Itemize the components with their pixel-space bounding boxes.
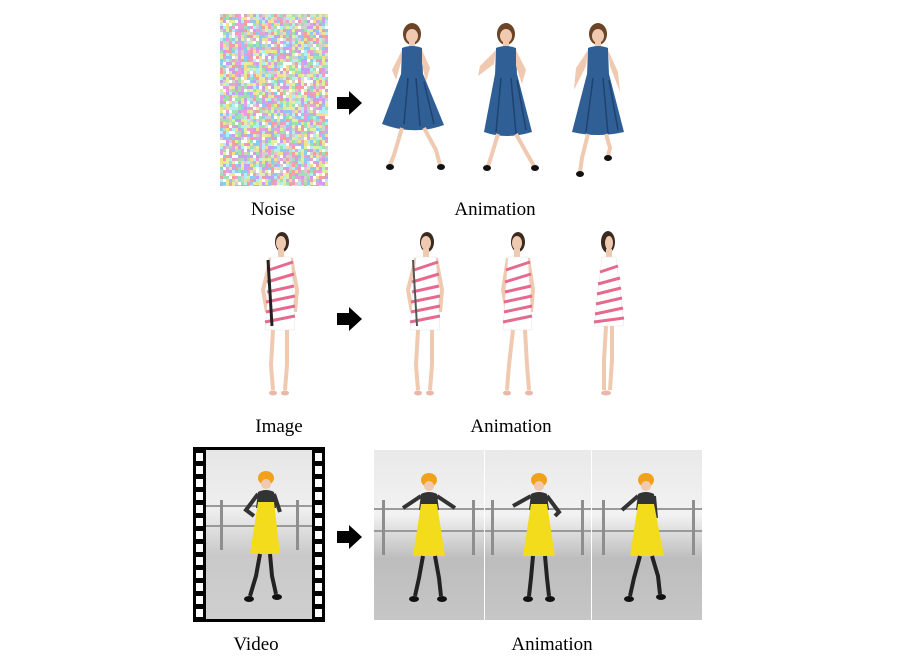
film-sprocket-hole [196, 596, 203, 604]
caption-video: Video [233, 634, 279, 655]
film-sprocket-hole [196, 544, 203, 552]
animation-frame-denim-3 [572, 23, 624, 177]
animation-frame-denim-1 [382, 23, 445, 170]
film-sprocket-hole [315, 531, 322, 539]
animation-frame-striped-1 [405, 232, 445, 396]
film-sprocket-hole [196, 531, 203, 539]
film-sprocket-hole [196, 453, 203, 461]
right-arrow-icon [337, 525, 362, 549]
animation-frame-striped-2 [500, 232, 536, 396]
animation-frame-denim-2 [478, 23, 539, 171]
film-sprocket-hole [315, 557, 322, 565]
right-arrow-icon [337, 307, 362, 331]
source-image-striped-dress [260, 232, 300, 396]
film-sprocket-hole [196, 518, 203, 526]
film-sprocket-hole [315, 570, 322, 578]
animation-frame-striped-3 [593, 231, 625, 396]
caption-animation-row3: Animation [511, 634, 593, 655]
film-sprocket-hole [315, 466, 322, 474]
video-frame [206, 450, 312, 619]
film-sprocket-hole [315, 544, 322, 552]
noise-image [220, 14, 328, 186]
film-sprocket-hole [315, 518, 322, 526]
film-sprocket-hole [196, 479, 203, 487]
film-sprocket-hole [196, 492, 203, 500]
caption-animation-row2: Animation [470, 416, 552, 437]
caption-animation-row1: Animation [454, 199, 536, 220]
film-sprocket-hole [315, 492, 322, 500]
caption-image: Image [255, 416, 303, 437]
film-sprocket-hole [196, 609, 203, 617]
film-sprocket-hole [196, 505, 203, 513]
animation-frame-yellow-1 [374, 450, 484, 620]
caption-noise: Noise [250, 199, 296, 220]
film-sprocket-hole [196, 583, 203, 591]
film-sprocket-hole [315, 609, 322, 617]
right-arrow-icon [337, 91, 362, 115]
film-sprocket-hole [315, 505, 322, 513]
film-sprocket-hole [196, 557, 203, 565]
film-sprocket-hole [196, 466, 203, 474]
animation-frame-yellow-2 [485, 450, 591, 620]
video-filmstrip [193, 447, 325, 622]
film-sprocket-hole [315, 453, 322, 461]
film-sprocket-hole [196, 570, 203, 578]
video-dancer [243, 471, 282, 602]
animation-frame-yellow-3 [592, 450, 702, 620]
film-sprocket-hole [315, 596, 322, 604]
film-sprocket-hole [315, 479, 322, 487]
film-sprocket-hole [315, 583, 322, 591]
